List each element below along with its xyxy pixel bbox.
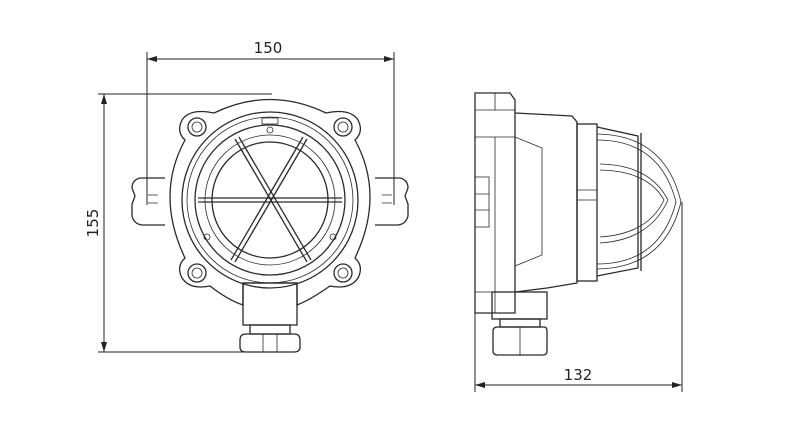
front-view: [131, 98, 409, 353]
flange: [474, 92, 516, 314]
housing-outline: [169, 98, 371, 306]
side-view: [474, 92, 682, 356]
height-label: 155: [84, 209, 102, 238]
depth-label: 132: [564, 366, 593, 384]
mounting-lugs: [131, 177, 409, 226]
cable-gland: [239, 282, 301, 353]
depth-dimension: 132: [474, 202, 683, 392]
wire-cage: [596, 126, 682, 277]
bolt-holes: [187, 117, 353, 283]
width-label: 150: [254, 39, 283, 57]
body: [514, 112, 578, 293]
side-gland: [491, 291, 548, 356]
guard-cross: [198, 136, 342, 263]
width-dimension: 150: [146, 39, 395, 205]
height-dimension: 155: [84, 93, 272, 353]
